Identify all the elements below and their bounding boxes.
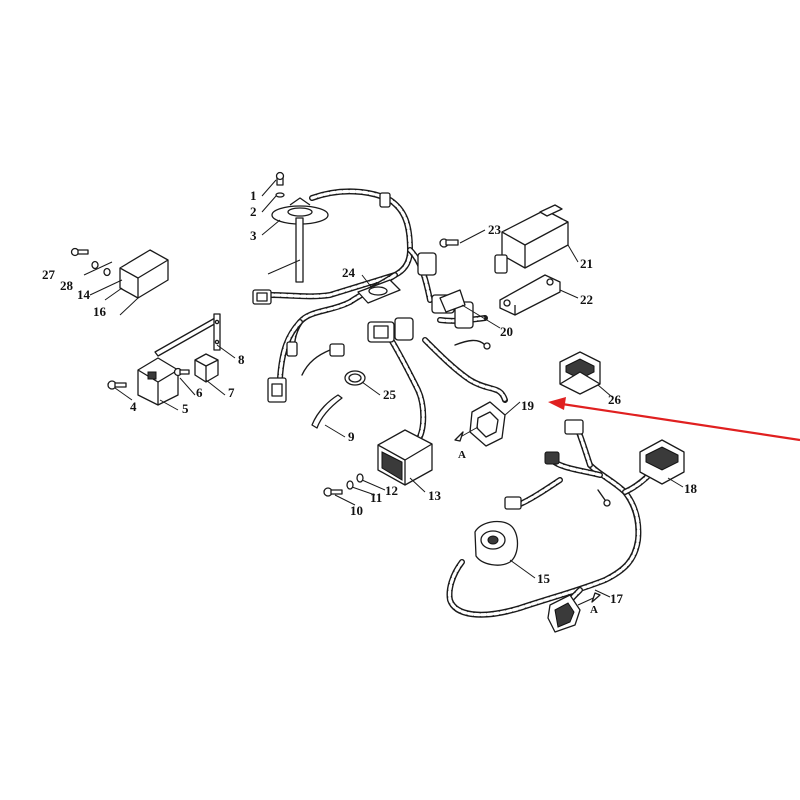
part-2-washer[interactable] [275,192,285,198]
harness-connector-bottom [267,377,287,403]
part-7-relay[interactable] [194,353,219,383]
callout-20: 20 [500,324,513,339]
part-27-screw[interactable] [70,247,89,257]
part-13-box[interactable] [377,429,433,486]
part-6-screw[interactable] [173,367,190,377]
callout-4: 4 [130,399,137,414]
callout-23: 23 [488,222,502,237]
callout-18: 18 [684,481,698,496]
part-16-module[interactable] [119,249,169,299]
part-19-connector[interactable] [469,401,506,447]
callout-14: 14 [77,287,91,302]
callout-1: 1 [250,188,257,203]
red-highlight-arrow [548,397,800,442]
callout-17: 17 [610,591,624,606]
part-21-relay-box[interactable] [494,204,569,274]
part-15-ignition-switch[interactable] [474,520,519,566]
part-9-strap[interactable] [311,394,343,429]
callout-9: 9 [348,429,355,444]
callout-5: 5 [182,401,189,416]
part-5-relay[interactable] [137,357,179,406]
part-24-grommet[interactable] [357,279,401,304]
callout-15: 15 [537,571,551,586]
callout-3: 3 [250,228,257,243]
callout-labels: 1 2 3 27 28 14 16 24 8 7 6 5 4 9 25 10 1… [42,188,698,606]
callout-26: 26 [608,392,622,407]
part-18-switch[interactable] [639,439,685,485]
part-10-screw[interactable] [323,487,343,497]
harness-connector-cluster [367,192,474,343]
part-26-switch[interactable] [559,351,601,395]
leader-lines [83,179,684,598]
callout-8: 8 [238,352,245,367]
harness-connector-left [252,289,272,305]
part-23-screw[interactable] [439,238,459,248]
secondary-harness-connectors [504,419,584,510]
harness-connector-small [286,341,345,357]
callout-2: 2 [250,204,257,219]
part-22-bracket[interactable] [499,274,561,316]
callout-24: 24 [342,265,356,280]
part-3-fuel-sender[interactable] [271,197,329,283]
callout-25: 25 [383,387,397,402]
part-1-screw[interactable] [275,171,285,186]
part-4-screw[interactable] [107,380,127,390]
view-marker-left: A [454,426,479,461]
callout-6: 6 [196,385,203,400]
part-20-sensor[interactable] [439,289,466,313]
part-28-washer[interactable] [91,260,99,270]
callout-13: 13 [428,488,442,503]
callout-16: 16 [93,304,107,319]
callout-7: 7 [228,385,235,400]
svg-text:A: A [590,604,598,616]
part-25-clamp[interactable] [344,370,366,386]
callout-10: 10 [350,503,363,518]
part-17-connector[interactable] [547,594,581,633]
callout-11: 11 [370,490,382,505]
callout-28: 28 [60,278,74,293]
callout-12: 12 [385,483,398,498]
part-8-bracket[interactable] [154,313,221,357]
part-14-nut[interactable] [103,267,111,277]
callout-22: 22 [580,292,593,307]
part-12-nut[interactable] [356,473,364,483]
callout-19[interactable]: 19 [521,398,535,413]
callout-27: 27 [42,267,56,282]
part-11-washer[interactable] [346,480,354,490]
svg-text:A: A [458,449,466,461]
callout-21: 21 [580,256,593,271]
view-marker-right: A [577,592,601,616]
